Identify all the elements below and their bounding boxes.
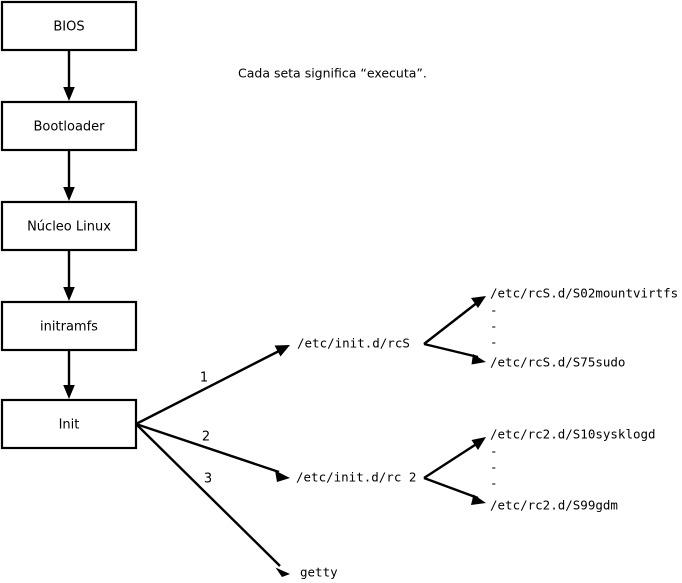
- box-bios-label: BIOS: [53, 20, 84, 35]
- rcs-first-arrow: [423, 296, 486, 345]
- legend-note: Cada seta significa “executa”.: [238, 66, 427, 81]
- branch-3-number: 3: [204, 472, 212, 487]
- branch-3-label: getty: [300, 565, 338, 580]
- branch-1-arrow: [135, 345, 290, 426]
- init-branches-group: 1 /etc/init.d/rcS 2 /etc/init.d/rc 2 3 g…: [135, 336, 416, 580]
- rc2-first-arrow: [423, 437, 486, 480]
- arrow-initramfs-to-init: [63, 350, 75, 399]
- branch-1-label: /etc/init.d/rcS: [297, 336, 410, 351]
- branch-2-label: /etc/init.d/rc 2: [296, 470, 416, 485]
- box-kernel[interactable]: Núcleo Linux: [0, 200, 138, 252]
- box-kernel-label: Núcleo Linux: [27, 220, 111, 235]
- branch-3-arrow: [135, 423, 290, 577]
- rcs-scripts-group: /etc/rcS.d/S02mountvirtfs /etc/rcS.d/S75…: [423, 286, 678, 370]
- box-init[interactable]: Init: [0, 398, 138, 450]
- box-bios[interactable]: BIOS: [0, 0, 138, 52]
- rc2-ellipsis-dash-1: -: [490, 444, 498, 459]
- box-bootloader[interactable]: Bootloader: [0, 100, 138, 152]
- branch-2-number: 2: [202, 430, 210, 445]
- arrow-kernel-to-initramfs: [63, 250, 75, 301]
- rcs-ellipsis-dash-3: -: [490, 335, 498, 350]
- rcs-ellipsis-dash-2: -: [490, 319, 498, 334]
- box-bootloader-label: Bootloader: [33, 120, 105, 135]
- rc2-scripts-group: /etc/rc2.d/S10sysklogd /etc/rc2.d/S99gdm…: [423, 427, 656, 513]
- branch-1-number: 1: [200, 371, 208, 386]
- box-init-label: Init: [59, 418, 80, 433]
- box-initramfs[interactable]: initramfs: [0, 300, 138, 352]
- box-bootloader-rect: [0, 100, 138, 152]
- arrow-bios-to-bootloader: [63, 50, 75, 101]
- rcs-ellipsis-dash-1: -: [490, 303, 498, 318]
- box-initramfs-label: initramfs: [40, 320, 98, 335]
- box-kernel-rect: [0, 200, 138, 252]
- rcs-last-script-label: /etc/rcS.d/S75sudo: [490, 355, 625, 370]
- arrow-bootloader-to-kernel: [63, 150, 75, 201]
- boot-chain-group: BIOS Bootloader Núcleo Linux initramfs: [0, 0, 138, 450]
- rcs-first-script-label: /etc/rcS.d/S02mountvirtfs: [490, 286, 678, 301]
- rc2-ellipsis-dash-3: -: [490, 476, 498, 491]
- branch-2-arrow: [135, 422, 290, 482]
- rc2-last-arrow: [423, 476, 486, 505]
- rc2-last-script-label: /etc/rc2.d/S99gdm: [490, 498, 618, 513]
- rc2-ellipsis-dash-2: -: [490, 460, 498, 475]
- rc2-first-script-label: /etc/rc2.d/S10sysklogd: [490, 427, 656, 442]
- rcs-last-arrow: [423, 342, 486, 365]
- box-bios-rect: [0, 0, 138, 52]
